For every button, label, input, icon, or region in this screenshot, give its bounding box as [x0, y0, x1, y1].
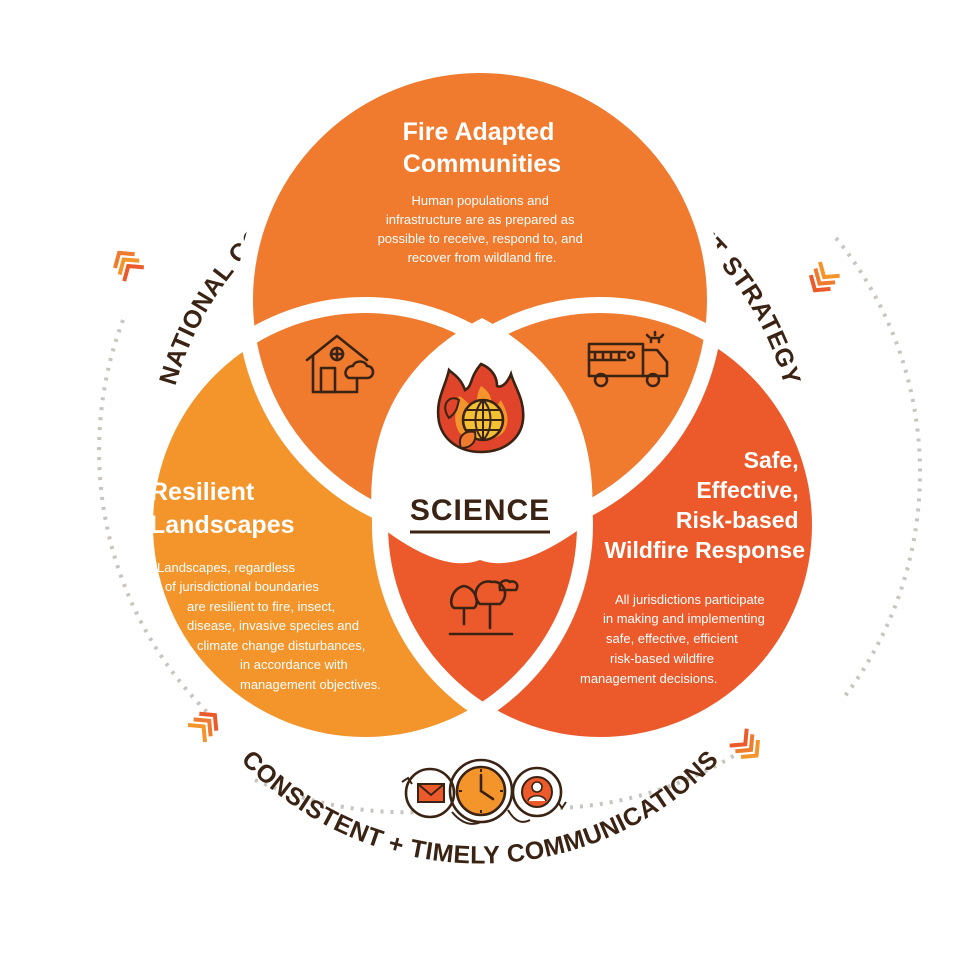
person-icon: [511, 766, 567, 818]
chevron-upper-left: [113, 250, 145, 282]
house-icon: [305, 334, 375, 394]
communications-icons: [401, 758, 567, 825]
chevron-lower-left: [187, 711, 219, 743]
science-label: SCIENCE: [410, 494, 550, 527]
chevron-upper-right: [808, 261, 840, 293]
fire-adapted-description: Human populations and infrastructure are…: [378, 193, 587, 265]
chevron-lower-right: [729, 728, 760, 759]
resilient-description: Landscapes, regardless of jurisdictional…: [157, 560, 381, 692]
chevron-arrows-icon: [113, 250, 840, 759]
trees-icon: [448, 579, 519, 636]
fire-adapted-title: Fire Adapted Communities: [403, 118, 562, 178]
clock-icon: [448, 758, 514, 824]
globe-flame-icon: [436, 362, 525, 454]
safe-response-title: Safe, Effective, Risk-based Wildfire Res…: [605, 447, 805, 563]
resilient-title: Resilient Landscapes: [150, 478, 295, 539]
fire-adapted-circle: [245, 65, 715, 535]
safe-response-description: All jurisdictions participate in making …: [580, 592, 769, 686]
dotted-ring: [97, 236, 922, 815]
envelope-icon: [401, 767, 456, 819]
fire-truck-icon: [587, 330, 669, 388]
